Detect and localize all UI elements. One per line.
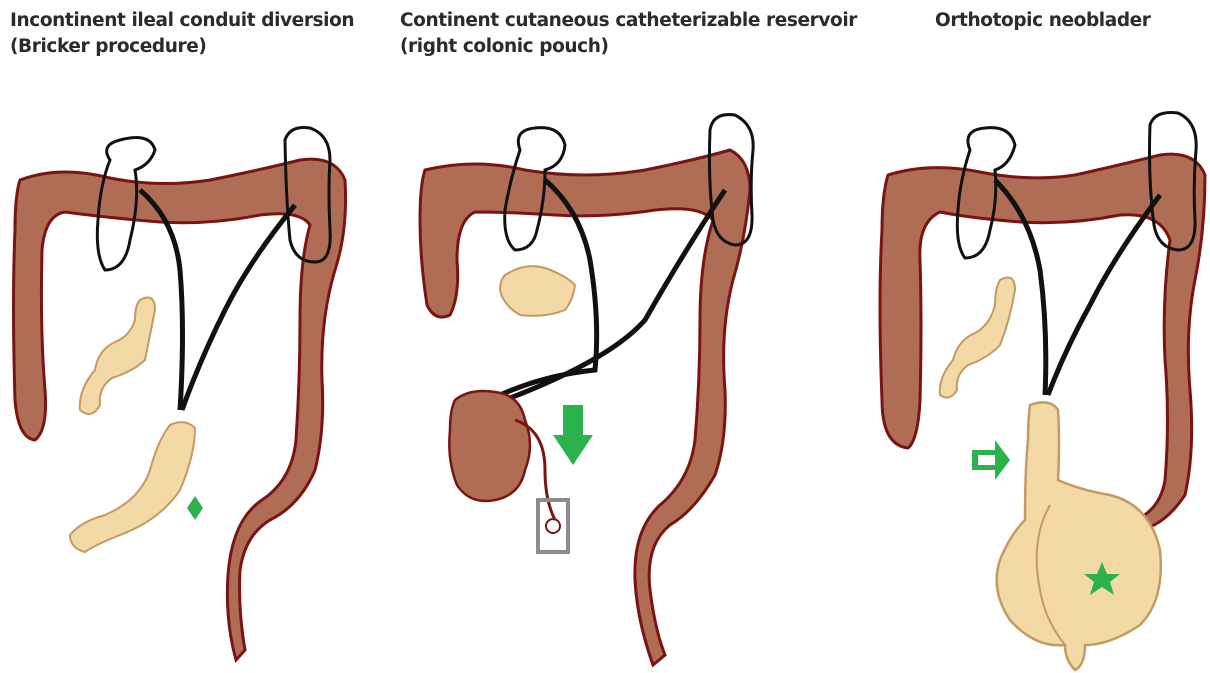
panel-orthotopic-neobladder: Orthotopic neoblader <box>860 0 1210 673</box>
diamond-icon <box>187 496 203 520</box>
ureter-right <box>182 205 295 410</box>
neobladder <box>997 402 1161 670</box>
ileal-conduit <box>70 422 195 552</box>
small-bowel <box>80 298 155 414</box>
catheterizable-reservoir-illustration <box>395 0 840 673</box>
ureter-right <box>1048 195 1160 395</box>
down-arrow-icon <box>553 405 593 465</box>
small-bowel <box>500 266 575 316</box>
neobladder-illustration <box>860 0 1210 673</box>
small-bowel <box>940 278 1015 398</box>
ileal-conduit-illustration <box>0 0 390 673</box>
colonic-pouch <box>449 391 530 501</box>
stoma-opening <box>546 519 560 533</box>
panel-catheterizable-reservoir: Continent cutaneous catheterizable reser… <box>395 0 840 673</box>
right-arrow-icon-inner <box>978 455 995 465</box>
panel-ileal-conduit: Incontinent ileal conduit diversion (Bri… <box>0 0 390 673</box>
stoma <box>538 500 568 552</box>
